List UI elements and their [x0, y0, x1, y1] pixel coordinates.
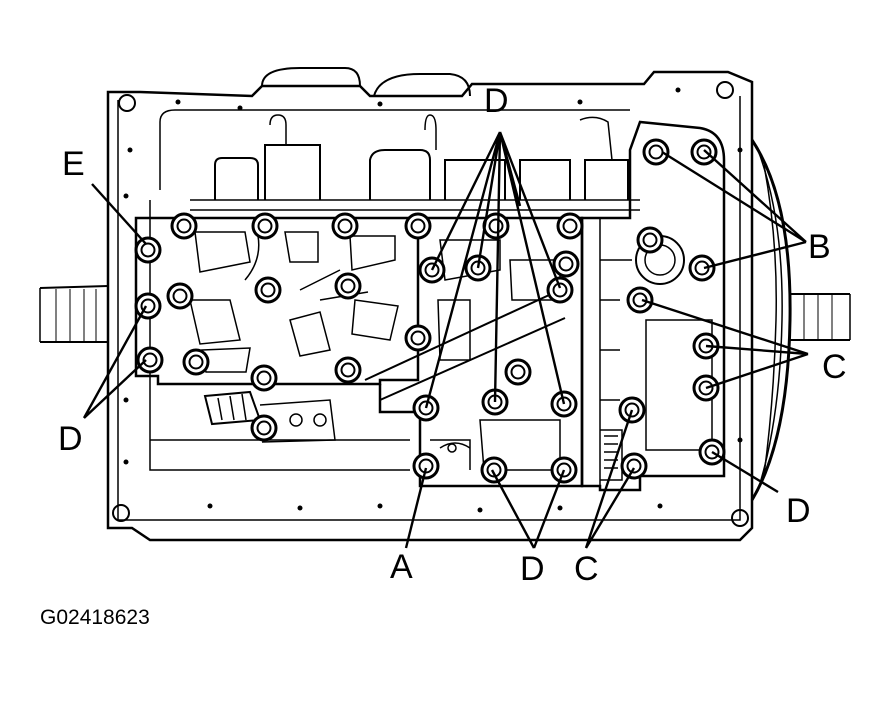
bolt-head	[134, 236, 162, 264]
leader-b	[661, 149, 807, 270]
bolt-head	[480, 456, 508, 484]
bolt-socket	[698, 380, 714, 396]
bolt-head	[250, 364, 278, 392]
bolt-head	[636, 226, 664, 254]
callout-d-bottom: D	[520, 550, 545, 588]
bolt-head	[170, 212, 198, 240]
bolt-head	[620, 452, 648, 480]
bolt-socket	[556, 462, 572, 478]
callout-c-right: C	[822, 348, 847, 386]
bolt-head	[690, 138, 718, 166]
bolt-socket	[624, 402, 640, 418]
bolt-head	[182, 348, 210, 376]
callout-d-right: D	[786, 492, 811, 530]
bolt-socket	[642, 232, 658, 248]
transmission-case	[39, 67, 851, 542]
bolt-socket	[256, 420, 272, 436]
bolt-socket	[260, 282, 276, 298]
bolt-socket	[696, 144, 712, 160]
bolt-heads	[134, 138, 726, 484]
bolt-socket	[337, 218, 353, 234]
bolt-head	[254, 276, 282, 304]
bolt-socket	[558, 256, 574, 272]
bolt-socket	[704, 444, 720, 460]
bolt-head	[552, 250, 580, 278]
callout-a: A	[390, 548, 413, 586]
leader-e	[91, 183, 147, 245]
leader-a	[404, 467, 428, 549]
leader-d-left	[82, 305, 148, 419]
bolt-head	[404, 324, 432, 352]
callout-c-bottom: C	[574, 550, 599, 588]
bolt-head	[250, 414, 278, 442]
bolt-head	[334, 356, 362, 384]
bolt-socket	[418, 400, 434, 416]
bolt-head	[504, 358, 532, 386]
bolt-socket	[176, 218, 192, 234]
bolt-head	[166, 282, 194, 310]
bolt-socket	[340, 362, 356, 378]
leader-d-bottom	[490, 469, 566, 549]
bolt-socket	[410, 218, 426, 234]
callout-d-top: D	[484, 82, 509, 120]
callout-e: E	[62, 145, 85, 183]
leader-c-right	[641, 298, 809, 390]
bolt-head	[331, 212, 359, 240]
bolt-socket	[632, 292, 648, 308]
bolt-socket	[562, 218, 578, 234]
bolt-head	[334, 272, 362, 300]
bolt-head	[251, 212, 279, 240]
callout-d-left: D	[58, 420, 83, 458]
bolt-socket	[188, 354, 204, 370]
bolt-head	[482, 212, 510, 240]
bolt-socket	[510, 364, 526, 380]
leader-lines	[82, 131, 809, 549]
figure-id: G02418623	[40, 606, 150, 629]
bolt-head	[412, 452, 440, 480]
bolt-head	[404, 212, 432, 240]
bolt-socket	[488, 218, 504, 234]
bolt-socket	[556, 396, 572, 412]
bolt-socket	[486, 462, 502, 478]
bolt-socket	[552, 282, 568, 298]
bolt-socket	[140, 242, 156, 258]
leader-d-top	[424, 131, 566, 409]
callout-b: B	[808, 228, 831, 266]
leader-d-right	[711, 450, 779, 494]
bolt-socket	[257, 218, 273, 234]
leader-c-bottom	[584, 409, 636, 549]
bolt-head	[688, 254, 716, 282]
solenoid-connectors	[190, 114, 640, 211]
bolt-socket	[340, 278, 356, 294]
bolt-head	[626, 286, 654, 314]
bolt-head	[642, 138, 670, 166]
bolt-head	[134, 292, 162, 320]
callout-labels: D E B C D D A D C	[58, 82, 847, 588]
bolt-socket	[172, 288, 188, 304]
bolt-head	[136, 346, 164, 374]
bolt-socket	[256, 370, 272, 386]
bolt-socket	[626, 458, 642, 474]
bolt-socket	[424, 262, 440, 278]
bolt-socket	[142, 352, 158, 368]
bolt-head	[556, 212, 584, 240]
bolt-head	[546, 276, 574, 304]
bolt-socket	[140, 298, 156, 314]
bolt-socket	[410, 330, 426, 346]
